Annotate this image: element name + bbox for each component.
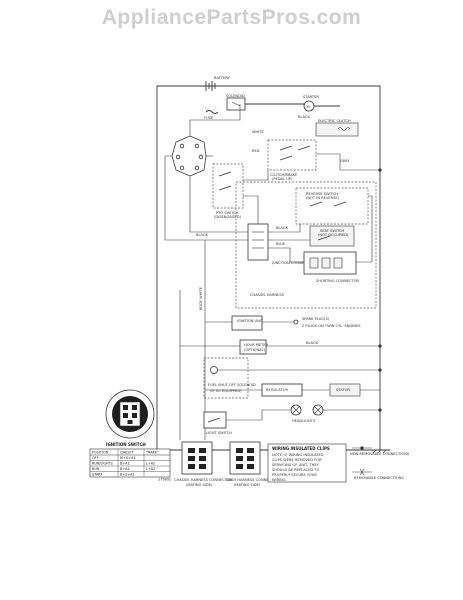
table-header-position: POSITION: [92, 451, 109, 455]
table-cell: RUN: [92, 467, 100, 471]
shorting-connector-label: SHORTING CONNECTOR: [316, 279, 359, 283]
fuse: FUSE: [204, 110, 219, 120]
wire-label-black-3: BLACK: [196, 233, 208, 237]
fuel-shutoff-solenoid: FUEL SHUT-OFF SOLENOID (IF SO EQUIPPED): [203, 357, 380, 399]
starter-label: STARTER: [303, 95, 319, 99]
spark-plug-label: SPARK PLUG(S): [302, 317, 330, 321]
wire-label-white-1: WHITE: [252, 130, 265, 134]
table-header-make: "MAKE": [146, 451, 159, 455]
pto-switch-sub: (DISENGAGED): [214, 215, 241, 219]
table-cell: RUN/LIGHTS: [92, 462, 113, 466]
ignition-unit-label: IGNITION UNIT: [237, 319, 264, 323]
pto-switch-label: PTO SWITCH: [216, 211, 239, 215]
wire-label-black-2: BLACK: [276, 226, 288, 230]
solenoid-label: SOLENOID: [226, 94, 245, 98]
ignition-connector-plug: [171, 135, 207, 177]
wire-label-red-1: RED: [252, 149, 260, 153]
regulator: REGULATOR: [205, 383, 330, 397]
fuel-shutoff-sub: (IF SO EQUIPPED): [210, 389, 242, 393]
table-cell: B+A1: [120, 467, 130, 471]
starter-motor: M STARTER: [245, 95, 340, 112]
fuse-label: FUSE: [204, 116, 214, 120]
ignition-switch: IGNITION SWITCH: [105, 389, 155, 447]
insulated-clips-note: WIRING INSULATED CLIPS NOTE: IF WIRING I…: [267, 443, 347, 483]
table-cell: B+A1: [120, 462, 130, 466]
dash-harness-connector-sub: (MATING SIDE): [234, 483, 261, 487]
legend: NON-REMOVABLE CONNECTIONS REMOVABLE CONN…: [350, 446, 410, 480]
reverse-switch-label: REVERSE SWITCH: [306, 192, 338, 196]
fuel-shutoff-label: FUEL SHUT-OFF SOLENOID: [208, 383, 256, 387]
table-cell: B+S+A1: [120, 473, 135, 477]
spark-plug-sub: 2 PLUGS ON TWIN CYL. ENGINES: [302, 324, 361, 328]
wire-label-body-white: BODY WHITE: [199, 286, 203, 310]
connection-dot: [378, 344, 382, 348]
chassis-harness-connector-sub: (MATING SIDE): [186, 483, 213, 487]
site-title: AppliancePartsPros.com: [101, 6, 362, 29]
seat-switch-label: SEAT SWITCH: [320, 229, 344, 233]
chassis-harness-label: CHASSIS HARNESS: [250, 293, 285, 297]
ignition-unit: IGNITION UNIT SPARK PLUG(S) 2 PLUGS ON T…: [205, 315, 361, 331]
ignition-table: POSITION CIRCUIT "MAKE" OFF M+G+A1 RUN/L…: [89, 448, 171, 482]
clutch-brake-label: CLUTCH/BRAKE: [270, 173, 298, 177]
solenoid: SOLENOID: [226, 94, 246, 111]
table-cell: L+A2: [146, 462, 155, 466]
connection-dot: [378, 168, 382, 172]
svg-text:M: M: [307, 105, 310, 109]
clutch-brake-sub: (PEDAL UP): [272, 177, 293, 181]
chassis-harness-region: [235, 181, 377, 309]
table-part-number: 175802: [158, 478, 171, 482]
light-switch: LIGHT SWITCH: [203, 409, 290, 435]
reverse-switch: REVERSE SWITCH (NOT IN REVERSE): [295, 187, 369, 225]
table-cell: L+A2: [146, 467, 155, 471]
electric-clutch-label: ELECTRIC CLUTCH: [318, 119, 351, 123]
insulated-clips-line-4: SHOULD BE REPLACED TO: [272, 468, 320, 472]
legend-non-removable: NON-REMOVABLE CONNECTIONS: [350, 452, 410, 456]
table-cell: START: [92, 473, 103, 477]
electric-clutch: ELECTRIC CLUTCH: [315, 119, 359, 137]
ground-symbol: [370, 449, 390, 454]
junction-connector: JUNCTION CONNECTOR: [247, 223, 314, 265]
stator: STATOR: [329, 383, 380, 397]
headlights: HEADLIGHTS: [290, 404, 380, 423]
pto-switch: PTO SWITCH (DISENGAGED): [212, 163, 244, 219]
main-wire-right: [157, 85, 381, 450]
light-switch-label: LIGHT SWITCH: [206, 431, 232, 435]
chassis-harness-connector-label: CHASSIS HARNESS CONNECTOR: [174, 478, 233, 482]
hour-meter-label: HOUR METER: [244, 343, 269, 347]
stator-label: STATOR: [336, 388, 350, 392]
insulated-clips-line-1: NOTE: IF WIRING INSULATED: [272, 453, 324, 457]
clutch-brake-switch: CLUTCH/BRAKE (PEDAL UP): [267, 139, 317, 181]
wire-label-black-1: BLACK: [298, 115, 310, 119]
hour-meter-sub: (OPTIONAL): [244, 348, 266, 352]
connection-dot: [378, 368, 382, 372]
battery: BATTERY: [205, 76, 231, 91]
seat-switch-sub: (NOT OCCUPIED): [318, 233, 349, 237]
connection-dot: [378, 408, 382, 412]
reverse-switch-sub: (NOT IN REVERSE): [306, 196, 340, 200]
wire-label-blue-1: BLUE: [276, 242, 286, 246]
ignition-switch-label: IGNITION SWITCH: [106, 442, 146, 447]
wire-label-black-4: BLACK: [306, 341, 318, 345]
insulated-clips-line-2: CLIPS WERE REMOVED FOR: [272, 458, 322, 462]
seat-switch: SEAT SWITCH (NOT OCCUPIED): [309, 225, 355, 247]
shorting-connector: SHORTING CONNECTOR: [303, 251, 359, 283]
dash-harness-connector-label: DASH HARNESS CONNECTOR: [226, 478, 279, 482]
hour-meter: HOUR METER (OPTIONAL) BLACK: [180, 339, 380, 355]
wire-label-gray-1: GRAY: [340, 159, 350, 163]
chassis-harness-connector: CHASSIS HARNESS CONNECTOR (MATING SIDE): [174, 441, 233, 487]
table-cell: M+G+A1: [120, 456, 136, 460]
table-cell: OFF: [92, 456, 99, 460]
battery-label: BATTERY: [214, 76, 231, 80]
insulated-clips-line-6: WIRING.: [272, 478, 287, 482]
insulated-clips-line-3: SERVICING OF UNIT, THEY: [272, 463, 320, 467]
insulated-clips-title: WIRING INSULATED CLIPS: [272, 446, 330, 451]
table-header-circuit: CIRCUIT: [120, 451, 134, 455]
junction-connector-label: JUNCTION CONNECTOR: [271, 261, 314, 265]
dash-harness-connector: DASH HARNESS CONNECTOR (MATING SIDE): [226, 441, 279, 487]
legend-removable: REMOVABLE CONNECTIONS: [354, 476, 404, 480]
headlights-label: HEADLIGHTS: [292, 419, 316, 423]
insulated-clips-line-5: PROPERLY SECURE YOUR: [272, 473, 317, 477]
regulator-label: REGULATOR: [266, 388, 288, 392]
